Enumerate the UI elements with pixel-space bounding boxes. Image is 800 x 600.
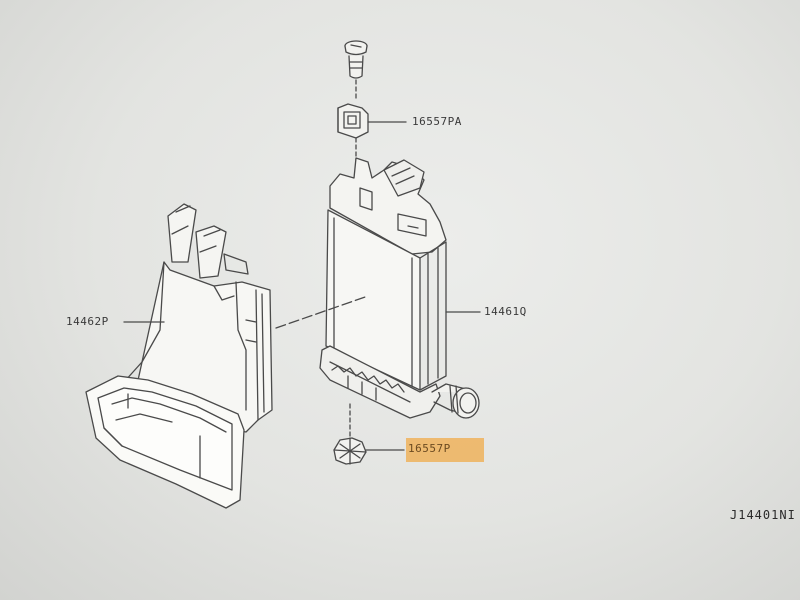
screw-part bbox=[344, 40, 368, 99]
drawing-id: J14401NI bbox=[730, 508, 796, 522]
air-duct-part bbox=[85, 203, 273, 509]
label-16557p-highlighted[interactable]: 16557P bbox=[406, 438, 484, 462]
label-14461q: 14461Q bbox=[484, 305, 527, 318]
lower-clip-part bbox=[333, 437, 405, 465]
upper-clip-part bbox=[337, 103, 407, 161]
label-14462p: 14462P bbox=[66, 315, 109, 328]
label-16557pa: 16557PA bbox=[412, 115, 462, 128]
intercooler-part bbox=[275, 157, 481, 437]
